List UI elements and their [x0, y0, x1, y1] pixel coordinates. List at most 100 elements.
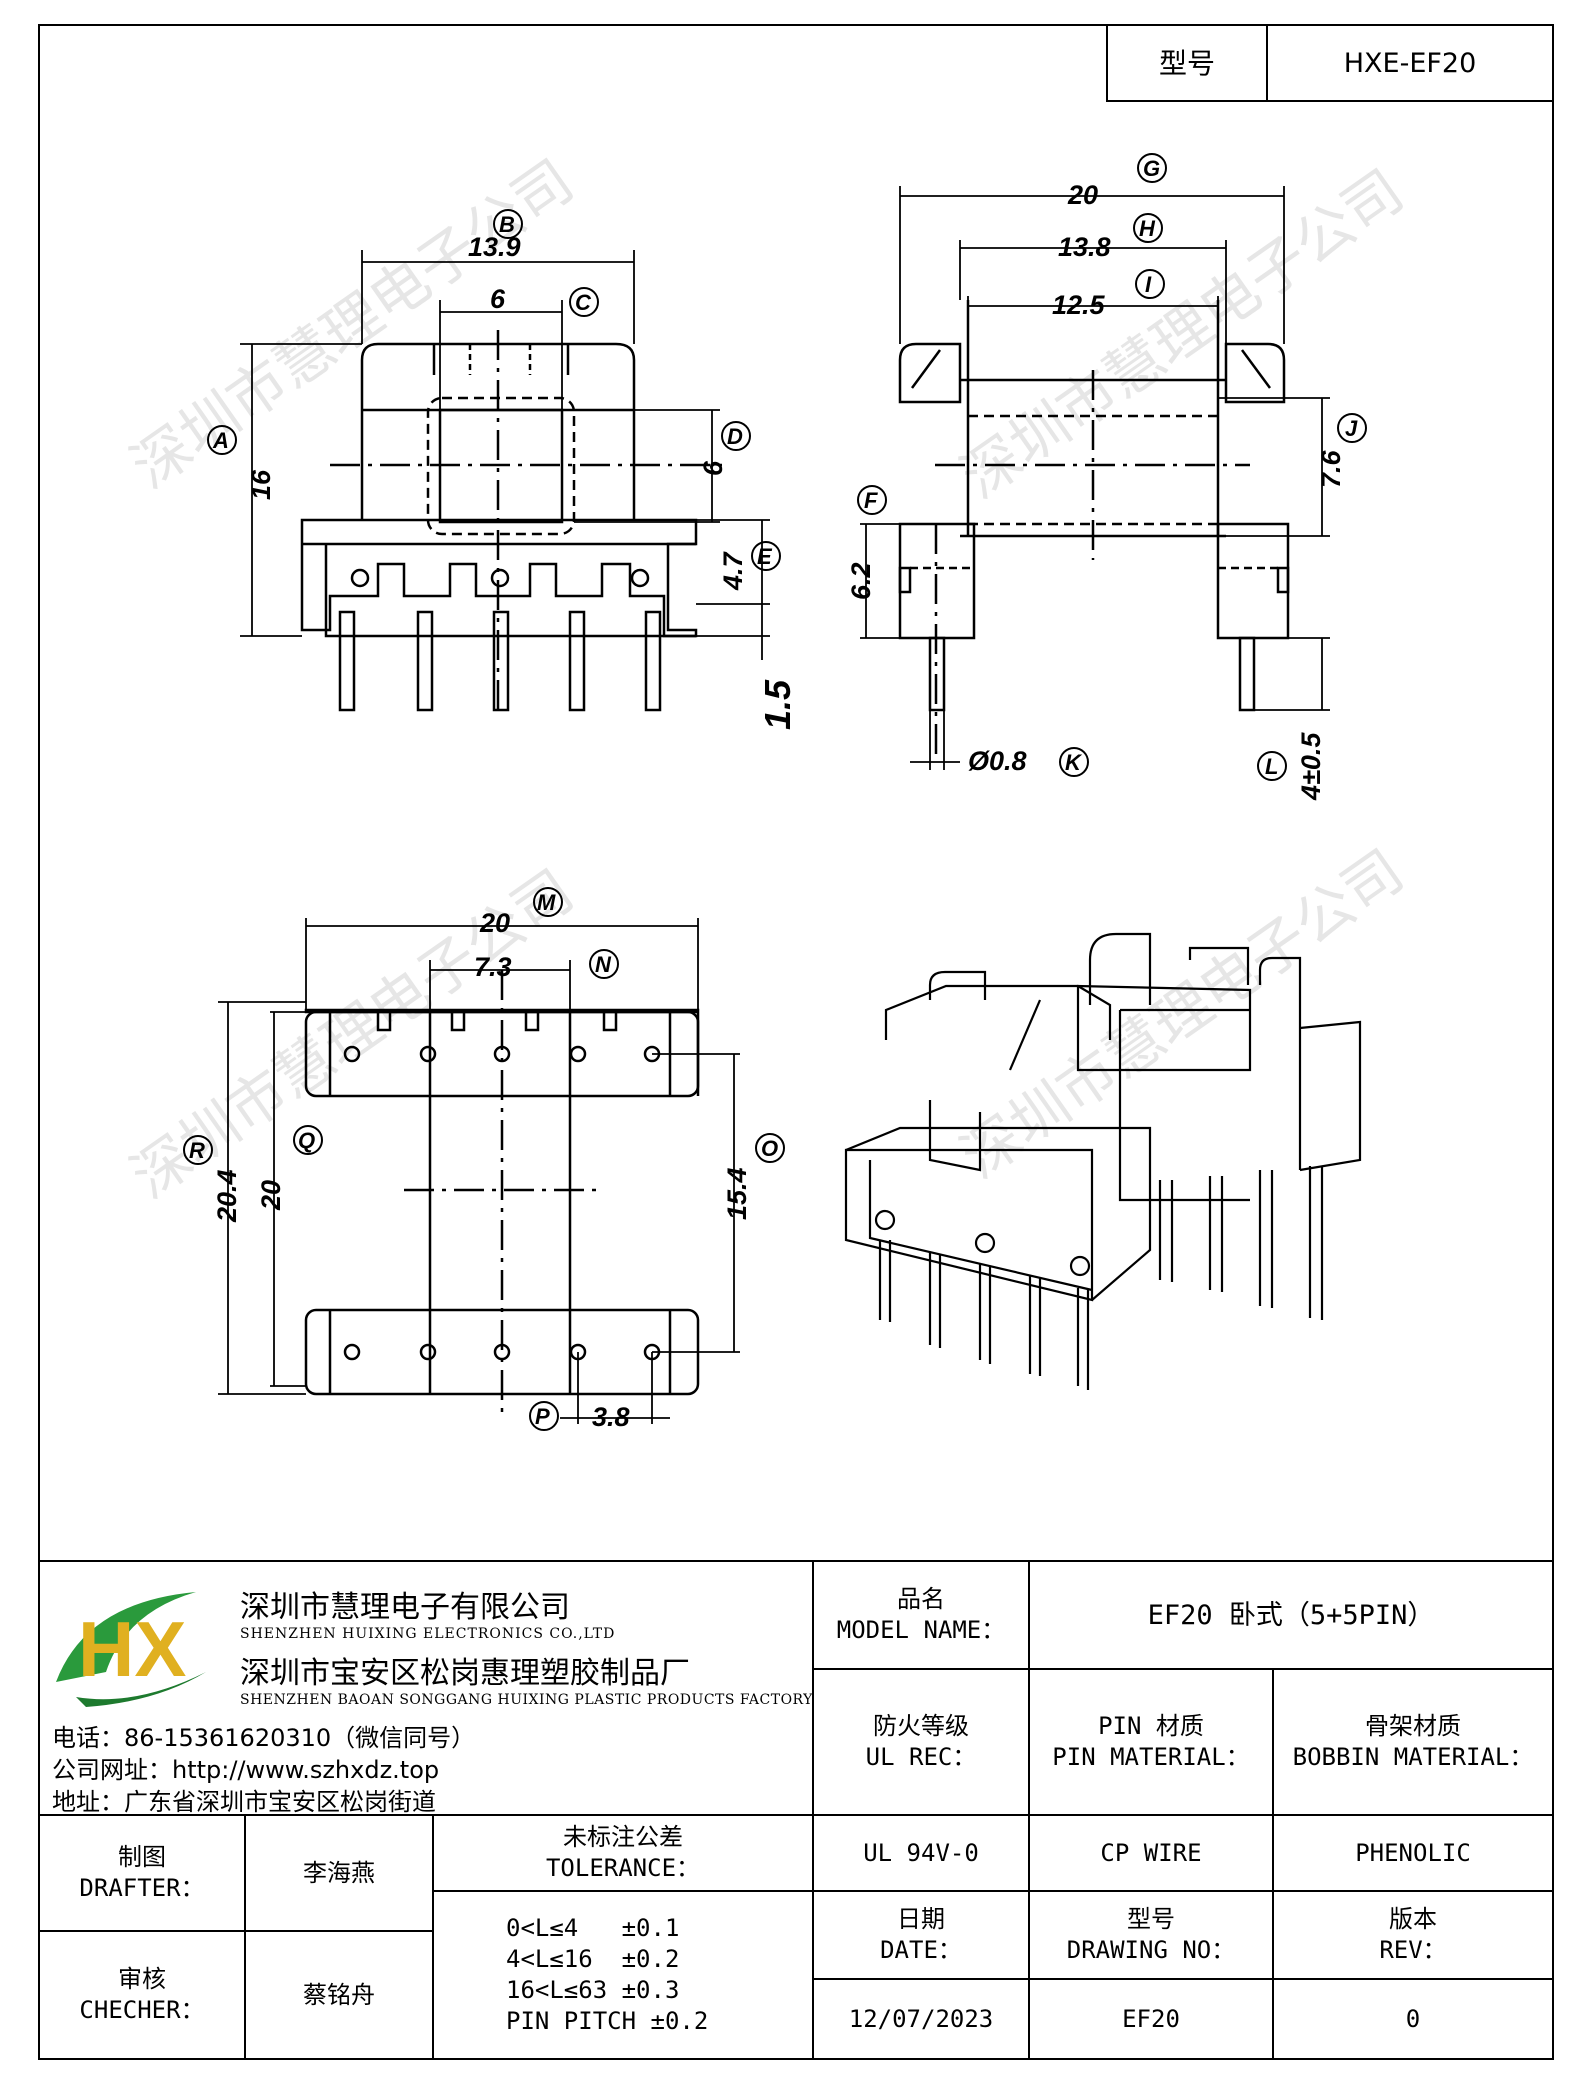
ul-en: UL REC：	[865, 1743, 977, 1771]
drawing-no-en: DRAWING NO：	[1066, 1936, 1236, 1964]
side-view	[898, 300, 1290, 760]
tolerance-values-cell: 0<L≤4 ±0.1 4<L≤16 ±0.2 16<L≤63 ±0.3 PIN …	[432, 1890, 814, 2060]
drawing-no-value-cell: EF20	[1028, 1978, 1274, 2060]
tolerance-line-2: 4<L≤16 ±0.2	[506, 1945, 680, 1973]
factory-name-en: SHENZHEN BAOAN SONGGANG HUIXING PLASTIC …	[240, 1692, 813, 1708]
pin-material-label-cell: PIN 材质 PIN MATERIAL：	[1028, 1668, 1274, 1816]
drafter-value-cell: 李海燕	[244, 1814, 434, 1932]
bobbin-material-en: BOBBIN MATERIAL：	[1292, 1743, 1534, 1771]
dimension-lines	[218, 186, 1330, 1424]
company-website: 公司网址：http://www.szhxdz.top	[52, 1756, 440, 1784]
company-name-cn: 深圳市慧理电子有限公司	[240, 1590, 570, 1625]
pin-material-cn: PIN 材质	[1098, 1712, 1204, 1740]
model-label: 型号	[1158, 46, 1215, 80]
tolerance-cn: 未标注公差	[563, 1823, 683, 1851]
logo-swoosh-icon	[56, 1592, 196, 1682]
drafter-en: DRAFTER：	[79, 1874, 205, 1902]
svg-text:F: F	[864, 488, 878, 513]
rev-label-cell: 版本 REV：	[1272, 1890, 1554, 1980]
dim-pin-value: 1.5	[757, 679, 798, 730]
pin-value-cell: CP WIRE	[1028, 1814, 1274, 1892]
svg-text:A: A	[212, 428, 229, 453]
ul-value-cell: UL 94V-0	[812, 1814, 1030, 1892]
label-m: M	[533, 887, 563, 917]
svg-text:L: L	[1265, 754, 1278, 779]
company-logo: HX	[56, 1592, 206, 1707]
svg-text:K: K	[1065, 750, 1083, 775]
label-a: A	[207, 425, 237, 455]
svg-text:I: I	[1145, 272, 1152, 297]
svg-text:N: N	[595, 952, 612, 977]
label-q: Q	[293, 1125, 323, 1155]
date-value-cell: 12/07/2023	[812, 1978, 1030, 2060]
label-b: B	[493, 209, 523, 239]
bobbin-material-value: PHENOLIC	[1355, 1838, 1471, 1867]
drafter-cn: 制图	[118, 1843, 166, 1871]
factory-name-cn: 深圳市宝安区松岗惠理塑胶制品厂	[240, 1656, 690, 1691]
date-value: 12/07/2023	[848, 2004, 994, 2033]
svg-text:C: C	[575, 290, 592, 315]
label-n: N	[589, 949, 619, 979]
dim-r-value: 20.4	[212, 1169, 242, 1223]
front-view	[300, 330, 730, 712]
rev-en: REV：	[1379, 1936, 1447, 1964]
svg-text:Q: Q	[298, 1128, 315, 1153]
ul-cn: 防火等级	[873, 1712, 969, 1740]
drawing-no-label-cell: 型号 DRAWING NO：	[1028, 1890, 1274, 1980]
model-name-cn: 品名	[897, 1585, 945, 1613]
label-k: K	[1059, 747, 1089, 777]
svg-text:E: E	[757, 544, 773, 569]
label-g: G	[1137, 153, 1167, 183]
drafter-label-cell: 制图 DRAFTER：	[38, 1814, 246, 1932]
dim-g-value: 20	[1067, 180, 1098, 210]
model-name-label-cell: 品名 MODEL NAME：	[812, 1560, 1030, 1670]
ul-value: UL 94V-0	[863, 1838, 979, 1867]
tolerance-line-1: 0<L≤4 ±0.1	[506, 1914, 680, 1942]
label-d: D	[721, 421, 751, 451]
drawing-no-value: EF20	[1122, 2004, 1180, 2033]
svg-text:G: G	[1143, 156, 1160, 181]
pin-material-en: PIN MATERIAL：	[1052, 1743, 1250, 1771]
dim-a-value: 16	[246, 469, 276, 500]
rev-value: 0	[1405, 2004, 1421, 2033]
model-name-value: EF20 卧式（5+5PIN）	[1147, 1599, 1435, 1631]
label-p: P	[529, 1401, 559, 1431]
logo-text: HX	[78, 1605, 186, 1693]
rev-value-cell: 0	[1272, 1978, 1554, 2060]
label-o: O	[755, 1133, 785, 1163]
bobbin-value-cell: PHENOLIC	[1272, 1814, 1554, 1892]
watermark-layer: 深圳市慧理电子公司 深圳市慧理电子公司 深圳市慧理电子公司 深圳市慧理电子公司	[119, 146, 1416, 1211]
tolerance-line-3: 16<L≤63 ±0.3	[506, 1976, 680, 2004]
dim-e-value: 4.7	[718, 550, 748, 591]
bobbin-material-label-cell: 骨架材质 BOBBIN MATERIAL：	[1272, 1668, 1554, 1816]
dim-f-value: 6.2	[846, 562, 876, 600]
model-name-value-cell: EF20 卧式（5+5PIN）	[1028, 1560, 1554, 1670]
label-j: J	[1337, 413, 1367, 443]
dim-j-value: 7.6	[1316, 449, 1346, 488]
checker-cn: 审核	[118, 1965, 166, 1993]
dim-k-value: Ø0.8	[968, 746, 1027, 776]
tolerance-line-4: PIN PITCH ±0.2	[506, 2007, 709, 2035]
svg-text:R: R	[189, 1138, 205, 1163]
label-e: E	[751, 541, 781, 571]
date-cn: 日期	[897, 1905, 945, 1933]
pin-material-value: CP WIRE	[1100, 1838, 1202, 1867]
dim-c-value: 6	[490, 284, 506, 314]
date-en: DATE：	[880, 1936, 962, 1964]
svg-text:M: M	[537, 890, 556, 915]
label-r: R	[183, 1135, 213, 1165]
model-value-cell: HXE-EF20	[1266, 24, 1554, 102]
company-address: 地址：广东省深圳市宝安区松岗街道	[52, 1788, 436, 1816]
technical-drawing: 深圳市慧理电子公司 深圳市慧理电子公司 深圳市慧理电子公司 深圳市慧理电子公司	[119, 146, 1416, 1432]
label-c: C	[569, 287, 599, 317]
dim-o-value: 15.4	[722, 1167, 752, 1220]
dim-d-value: 6	[698, 460, 728, 476]
checker-en: CHECHER：	[79, 1996, 205, 2024]
dim-n-value: 7.3	[474, 952, 512, 982]
rev-cn: 版本	[1389, 1905, 1437, 1933]
tolerance-label-cell: 未标注公差 TOLERANCE：	[432, 1814, 814, 1892]
svg-text:J: J	[1345, 416, 1358, 441]
svg-text:O: O	[761, 1136, 778, 1161]
dim-m-value: 20	[479, 908, 510, 938]
label-i: I	[1135, 269, 1165, 299]
